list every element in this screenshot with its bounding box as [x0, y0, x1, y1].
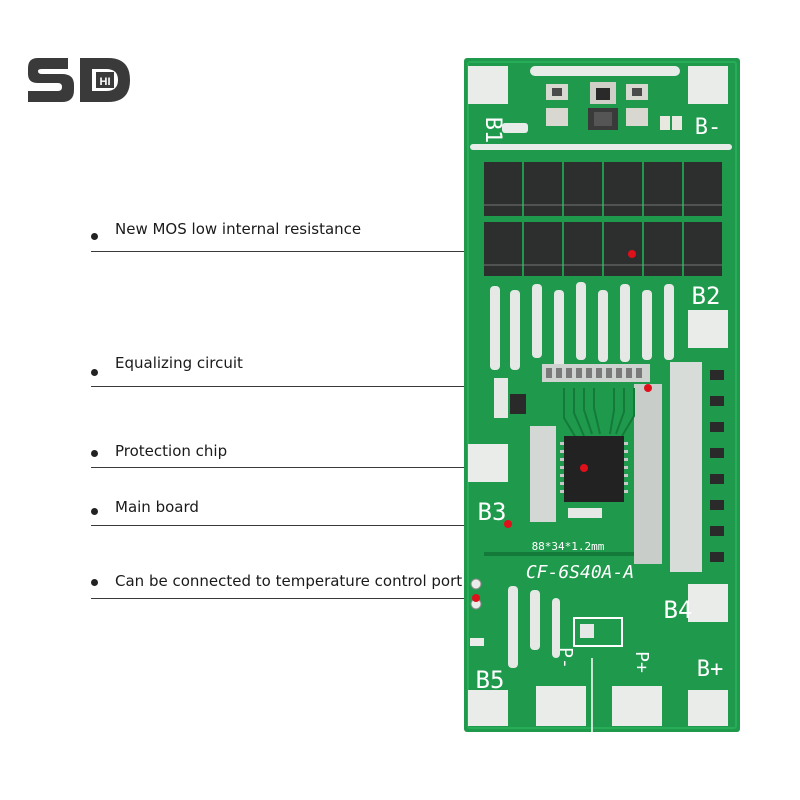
callout-label: Can be connected to temperature control … — [115, 572, 463, 590]
callout-label: Equalizing circuit — [115, 354, 243, 372]
label-b5: B5 — [476, 666, 505, 694]
logo-letter-d — [80, 58, 130, 102]
bms-board: B1 B- B2 B3 B4 B5 P- P+ B+ 88*34*1.2mm C… — [464, 58, 740, 732]
top-components — [546, 82, 682, 130]
bullet-dot — [91, 508, 98, 515]
leader-line — [91, 467, 466, 468]
temperature-port-hole — [470, 578, 482, 590]
balancing-strips — [490, 282, 674, 370]
label-p-plus: P+ — [631, 651, 652, 673]
leader-line — [91, 386, 466, 387]
pad-b5 — [468, 690, 508, 726]
board-dimensions: 88*34*1.2mm — [532, 540, 605, 553]
mosfet-array — [484, 162, 722, 276]
callout-main-board: Main board — [88, 498, 466, 528]
callout-equalizing: Equalizing circuit — [88, 354, 466, 390]
label-b3: B3 — [478, 498, 507, 526]
logo-letter-s — [28, 58, 74, 102]
label-b-minus: B- — [695, 115, 722, 140]
callout-label: New MOS low internal resistance — [115, 220, 362, 238]
pad-b4 — [688, 584, 728, 622]
label-b2: B2 — [692, 282, 721, 310]
label-p-minus: P- — [555, 647, 576, 669]
callout-temperature-port: Can be connected to temperature control … — [88, 572, 466, 602]
pad-b-minus — [688, 66, 728, 104]
pad-b2 — [688, 310, 728, 348]
leader-line — [91, 525, 466, 526]
leader-line — [91, 598, 466, 599]
pad-b3 — [468, 444, 508, 482]
bullet-dot — [91, 450, 98, 457]
logo-badge: HI — [100, 76, 111, 88]
label-b1: B1 — [480, 117, 505, 144]
pad-p-plus — [612, 686, 662, 726]
pad-p-minus — [536, 686, 586, 726]
marker-equalizing — [644, 384, 652, 392]
marker-chip — [580, 464, 588, 472]
pad-b1 — [468, 66, 508, 104]
bullet-dot — [91, 233, 98, 240]
callout-markers — [472, 250, 652, 602]
bullet-dot — [91, 579, 98, 586]
callout-label: Protection chip — [115, 442, 228, 460]
board-model: CF-6S40A-A — [526, 562, 634, 583]
callout-mos: New MOS low internal resistance — [88, 220, 466, 254]
marker-main-board — [504, 520, 512, 528]
pad-b-plus — [688, 690, 728, 726]
bullet-dot — [91, 369, 98, 376]
callout-protection-chip: Protection chip — [88, 442, 466, 472]
callout-label: Main board — [115, 498, 199, 516]
right-component-column — [634, 362, 728, 572]
brand-logo: HI — [28, 58, 130, 102]
leader-line — [91, 251, 466, 252]
marker-temperature — [472, 594, 480, 602]
protection-chip — [564, 436, 624, 502]
label-b4: B4 — [664, 596, 693, 624]
marker-mos — [628, 250, 636, 258]
label-b-plus: B+ — [697, 657, 724, 682]
